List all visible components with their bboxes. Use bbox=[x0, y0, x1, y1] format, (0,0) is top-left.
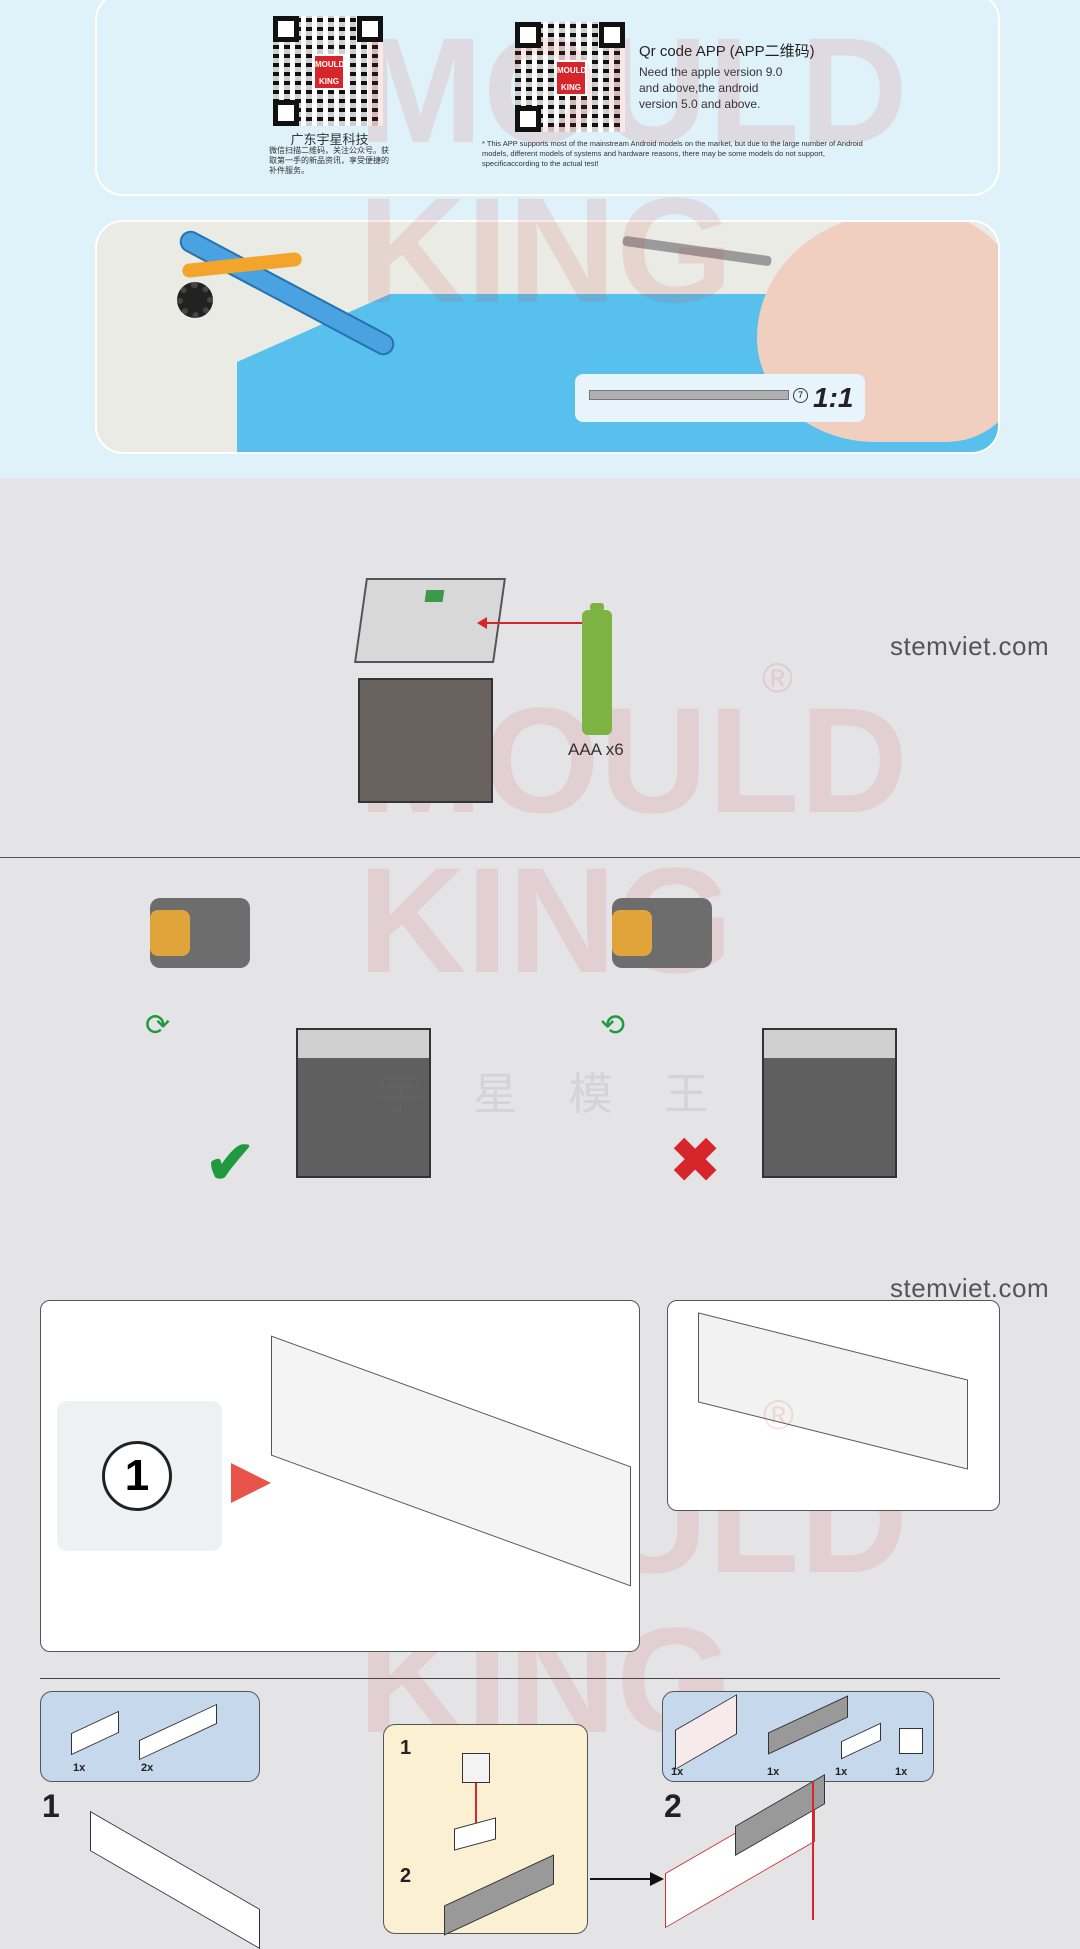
parts-bag: 1 bbox=[57, 1401, 222, 1551]
arrow-icon bbox=[590, 1878, 650, 1880]
sub-step-box: 1 2 bbox=[383, 1724, 588, 1936]
company-name: 广东宇星科技 bbox=[290, 132, 369, 147]
gear bbox=[177, 282, 213, 318]
part-qty: 2x bbox=[141, 1762, 154, 1774]
motor-right bbox=[612, 898, 712, 968]
arrow-icon bbox=[231, 1463, 271, 1503]
bag-number: 1 bbox=[102, 1441, 172, 1511]
bag-overview-box: 1 bbox=[40, 1300, 640, 1652]
step-1-model bbox=[90, 1810, 260, 1949]
scale-card: 7 1:1 bbox=[575, 374, 865, 422]
part-number: 7 bbox=[793, 388, 808, 403]
battery-section: AAA x6 stemviet.com ® bbox=[0, 478, 1080, 858]
motor-left bbox=[150, 898, 250, 968]
cross-icon: ✖ bbox=[670, 1127, 721, 1194]
part-qty: 1x bbox=[835, 1766, 848, 1778]
model-preview-box: ® bbox=[667, 1300, 1000, 1511]
scale-axle bbox=[589, 390, 789, 400]
motor-direction-section: ⟳ ✔ ⟲ ✖ 宇 星 模 王 bbox=[0, 858, 1080, 1258]
part-qty: 1x bbox=[895, 1766, 908, 1778]
registered-mark: ® bbox=[763, 1391, 794, 1438]
part-qty: 1x bbox=[671, 1766, 684, 1778]
step-number: 1 bbox=[42, 1788, 60, 1824]
watermark-char: 王 bbox=[663, 1070, 708, 1119]
axle-in-hand bbox=[622, 235, 772, 267]
assembled-model bbox=[271, 1335, 631, 1587]
section-divider bbox=[0, 857, 1080, 858]
watermark-char: 宇 bbox=[378, 1070, 422, 1119]
step-1-parts: 1x 2x bbox=[40, 1691, 260, 1782]
sub-step-number: 2 bbox=[400, 1865, 412, 1887]
sub-step-number: 1 bbox=[400, 1737, 412, 1759]
rotation-icon: ⟳ bbox=[145, 1009, 171, 1042]
battery-box bbox=[358, 678, 493, 803]
site-watermark: stemviet.com bbox=[890, 631, 1050, 661]
watermark-char: 星 bbox=[473, 1070, 518, 1119]
section-divider bbox=[40, 1678, 1000, 1679]
app-title: Qr code APP (APP二维码) bbox=[639, 43, 815, 60]
chinese-watermark: 宇星模王 bbox=[378, 1058, 708, 1122]
app-disclaimer: * This APP supports most of the mainstre… bbox=[482, 139, 863, 168]
aaa-battery bbox=[582, 603, 612, 735]
insert-arrow bbox=[482, 622, 582, 624]
site-watermark: stemviet.com bbox=[890, 1273, 1050, 1303]
model-plate bbox=[698, 1312, 968, 1470]
arrow-head bbox=[650, 1872, 664, 1886]
arrow-head bbox=[477, 617, 487, 629]
scale-label: 1:1 bbox=[813, 382, 854, 413]
part-qty: 1x bbox=[767, 1766, 780, 1778]
check-icon: ✔ bbox=[205, 1129, 256, 1196]
app-requirements: Need the apple version 9.0 and above,the… bbox=[639, 65, 783, 111]
parts-scale-panel: 7 1:1 bbox=[95, 220, 1000, 454]
watermark-char: 模 bbox=[568, 1070, 613, 1119]
placement-arrow bbox=[812, 1782, 814, 1920]
battery-label: AAA x6 bbox=[568, 740, 624, 759]
part-qty: 1x bbox=[73, 1762, 86, 1774]
battery-box-right bbox=[762, 1028, 897, 1178]
company-description: 微信扫描二维码，关注公众号。获取第一手的新品资讯，享受便捷的补件服务。 bbox=[269, 146, 389, 175]
rotation-icon: ⟲ bbox=[600, 1009, 626, 1042]
battery-box-left bbox=[296, 1028, 431, 1178]
registered-mark: ® bbox=[762, 654, 793, 701]
step-2-parts: 1x 1x 1x 1x bbox=[662, 1691, 934, 1782]
step-number: 2 bbox=[664, 1788, 682, 1824]
